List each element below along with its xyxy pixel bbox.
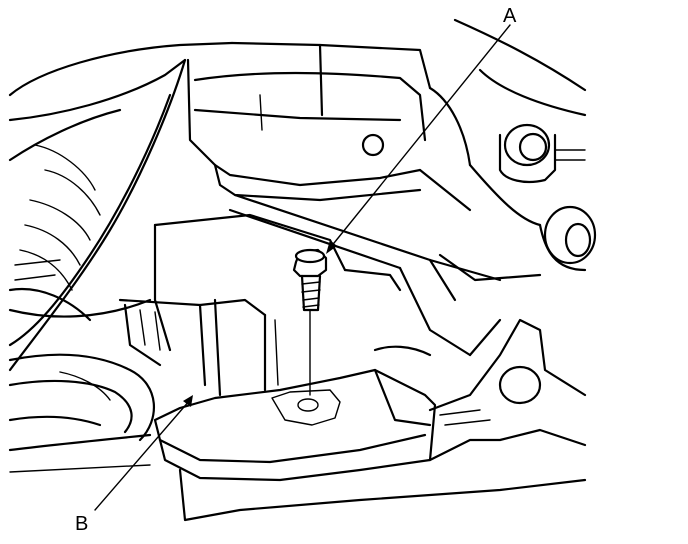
lower-hose — [8, 353, 155, 473]
callout-a-label: A — [503, 5, 517, 27]
callout-a-arrowhead — [326, 240, 337, 254]
left-hose-assembly — [8, 41, 234, 372]
crossmember-bracket — [153, 318, 587, 522]
mount-block — [118, 213, 402, 397]
callout-b-arrowhead — [183, 395, 193, 407]
callout-b: B — [75, 395, 193, 535]
callout-b-label: B — [75, 513, 88, 535]
support-beam — [228, 193, 502, 357]
callout-a: A — [326, 5, 517, 254]
right-side-bosses — [438, 123, 597, 282]
mounting-bolt — [292, 248, 328, 396]
